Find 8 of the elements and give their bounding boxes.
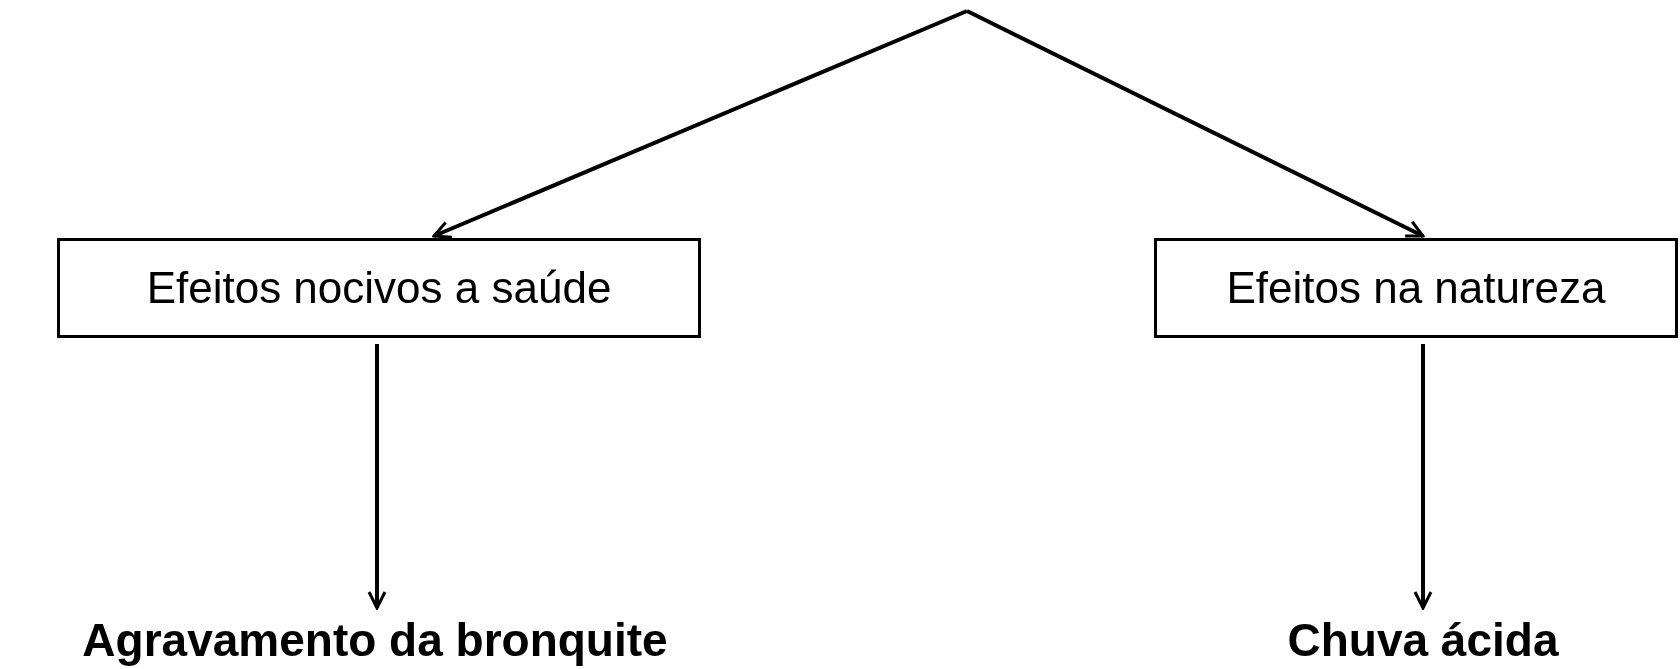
result-text: Chuva ácida xyxy=(1200,612,1646,668)
result-text: Agravamento da bronquite xyxy=(30,612,720,668)
process-box: Efeitos nocivos a saúde xyxy=(57,238,701,338)
arrow xyxy=(432,9,968,239)
arrow xyxy=(966,9,1425,238)
arrow xyxy=(1413,344,1433,610)
arrow xyxy=(367,344,387,610)
process-box: Efeitos na natureza xyxy=(1154,238,1678,338)
